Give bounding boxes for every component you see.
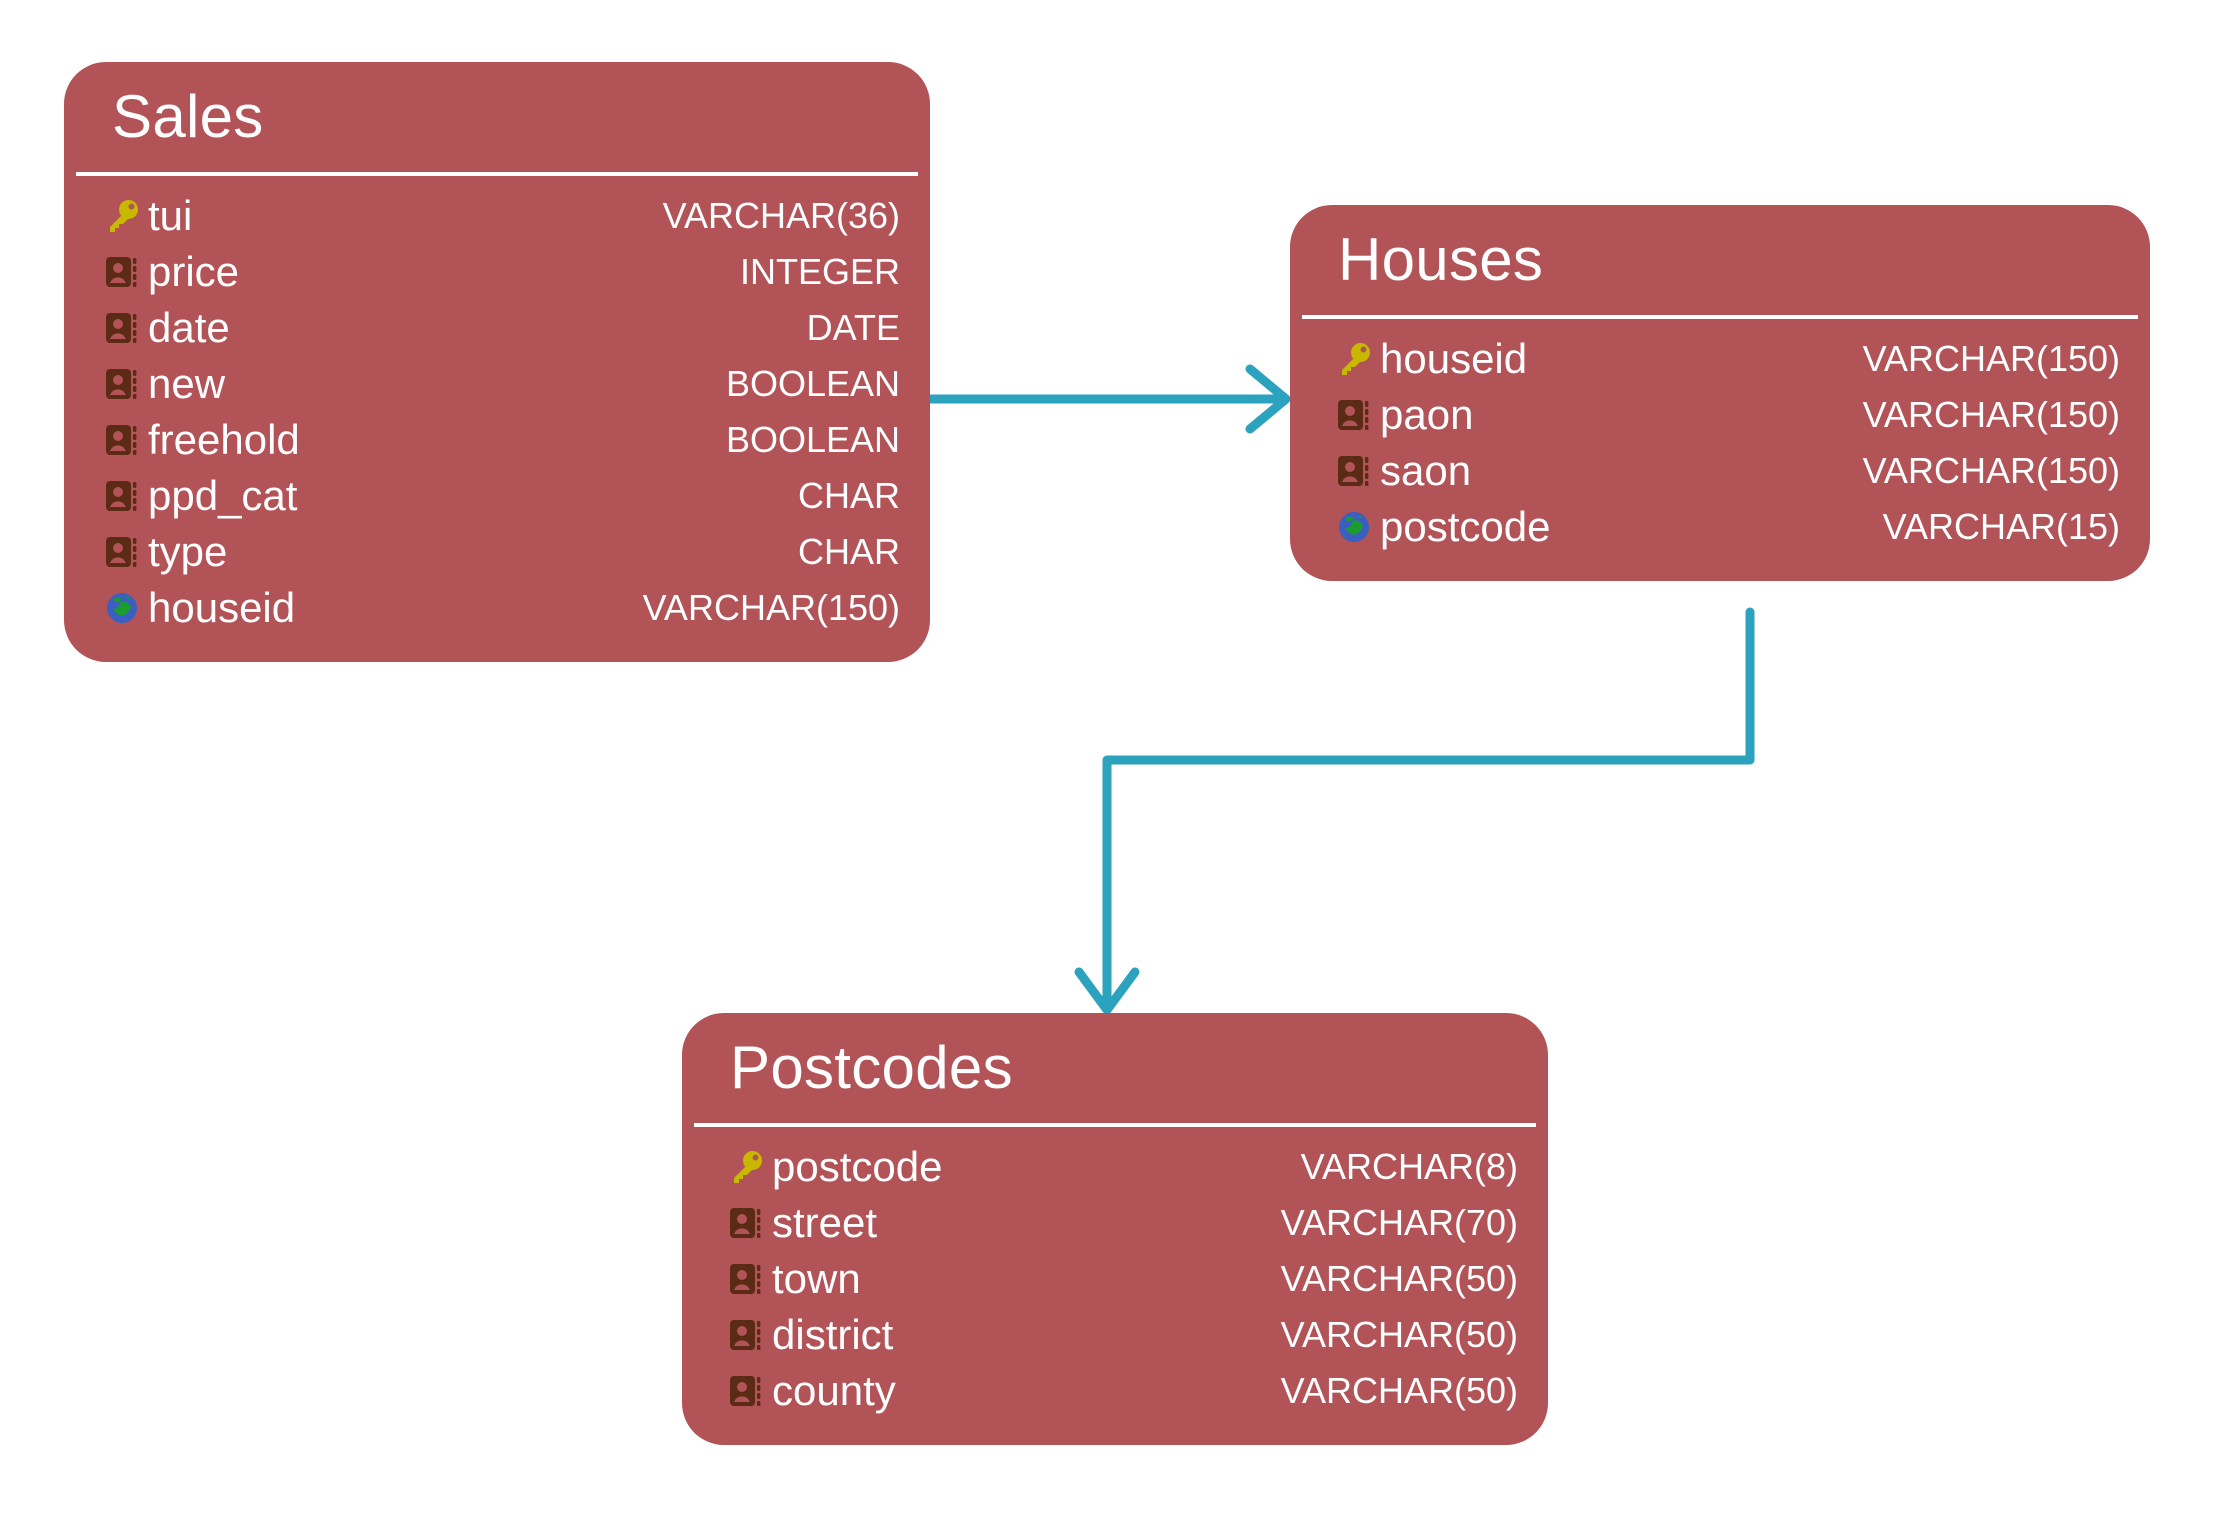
field-type: VARCHAR(50) [1280,1314,1518,1355]
field-row[interactable]: freehold BOOLEAN [102,412,900,468]
field-row[interactable]: street VARCHAR(70) [726,1195,1518,1251]
card-icon [726,1315,766,1355]
field-row[interactable]: postcode VARCHAR(15) [1334,499,2120,555]
field-type: VARCHAR(150) [1862,394,2120,435]
card-icon [726,1371,766,1411]
entity-title-houses: Houses [1338,226,1544,293]
card-icon [102,476,142,516]
connector-houses-to-postcodes [1074,607,1755,1015]
field-type: VARCHAR(36) [662,195,900,236]
card-icon [102,532,142,572]
field-row[interactable]: saon VARCHAR(150) [1334,443,2120,499]
field-type: VARCHAR(150) [1862,450,2120,491]
field-name: date [148,304,230,351]
globe-icon [1334,507,1374,547]
field-type: VARCHAR(50) [1280,1370,1518,1411]
field-row[interactable]: tui VARCHAR(36) [102,188,900,244]
field-type: CHAR [797,531,900,572]
field-name: postcode [1380,503,1551,550]
entity-card-sales[interactable]: Sales tui VARCHAR(36) price INTEGER [64,62,930,662]
field-row[interactable]: paon VARCHAR(150) [1334,387,2120,443]
field-row[interactable]: district VARCHAR(50) [726,1307,1518,1363]
field-name: paon [1380,391,1474,438]
field-type: VARCHAR(50) [1280,1258,1518,1299]
field-type: VARCHAR(15) [1882,506,2120,547]
card-icon [726,1203,766,1243]
field-row[interactable]: houseid VARCHAR(150) [102,580,900,636]
field-row[interactable]: county VARCHAR(50) [726,1363,1518,1419]
card-icon [1334,451,1374,491]
field-type: VARCHAR(70) [1280,1202,1518,1243]
field-type: VARCHAR(8) [1300,1146,1518,1187]
field-name: district [772,1311,894,1358]
entity-title-sales: Sales [112,83,264,150]
entity-fields-houses: houseid VARCHAR(150) paon VARCHAR(150) s… [1290,319,2150,581]
field-type: BOOLEAN [725,419,900,460]
field-name: saon [1380,447,1472,494]
field-type: INTEGER [739,251,900,292]
card-icon [102,364,142,404]
field-name: houseid [148,584,296,631]
card-icon [102,308,142,348]
card-icon [102,252,142,292]
entity-fields-sales: tui VARCHAR(36) price INTEGER date DATE [64,176,930,662]
entity-title-postcodes: Postcodes [730,1034,1013,1101]
field-type: BOOLEAN [725,363,900,404]
field-type: VARCHAR(150) [1862,338,2120,379]
field-name: street [772,1199,878,1246]
card-icon [102,420,142,460]
field-row[interactable]: date DATE [102,300,900,356]
key-icon [726,1147,766,1187]
entity-header-houses: Houses [1290,205,2150,315]
connector-sales-to-houses [923,364,1291,434]
key-icon [1334,339,1374,379]
field-row[interactable]: ppd_cat CHAR [102,468,900,524]
field-row[interactable]: type CHAR [102,524,900,580]
entity-divider [1302,315,2138,319]
field-row[interactable]: new BOOLEAN [102,356,900,412]
field-row[interactable]: town VARCHAR(50) [726,1251,1518,1307]
key-icon [102,196,142,236]
entity-card-houses[interactable]: Houses houseid VARCHAR(150) paon VARCHAR… [1290,205,2150,581]
globe-icon [102,588,142,628]
card-icon [726,1259,766,1299]
field-type: CHAR [797,475,900,516]
card-icon [1334,395,1374,435]
field-name: postcode [772,1143,943,1190]
entity-header-postcodes: Postcodes [682,1013,1548,1123]
field-row[interactable]: price INTEGER [102,244,900,300]
field-name: town [772,1255,861,1302]
field-type: VARCHAR(150) [642,587,900,628]
field-type: DATE [806,307,900,348]
field-name: new [148,360,226,407]
field-name: houseid [1380,335,1528,382]
entity-card-postcodes[interactable]: Postcodes postcode VARCHAR(8) street VAR… [682,1013,1548,1445]
entity-header-sales: Sales [64,62,930,172]
field-row[interactable]: houseid VARCHAR(150) [1334,331,2120,387]
entity-fields-postcodes: postcode VARCHAR(8) street VARCHAR(70) t… [682,1127,1548,1445]
entity-divider [694,1123,1536,1127]
field-name: tui [148,192,193,239]
field-name: price [148,248,240,295]
field-name: type [148,528,228,575]
field-row[interactable]: postcode VARCHAR(8) [726,1139,1518,1195]
field-name: ppd_cat [148,472,298,519]
entity-divider [76,172,918,176]
field-name: freehold [148,416,300,463]
field-name: county [772,1367,896,1414]
